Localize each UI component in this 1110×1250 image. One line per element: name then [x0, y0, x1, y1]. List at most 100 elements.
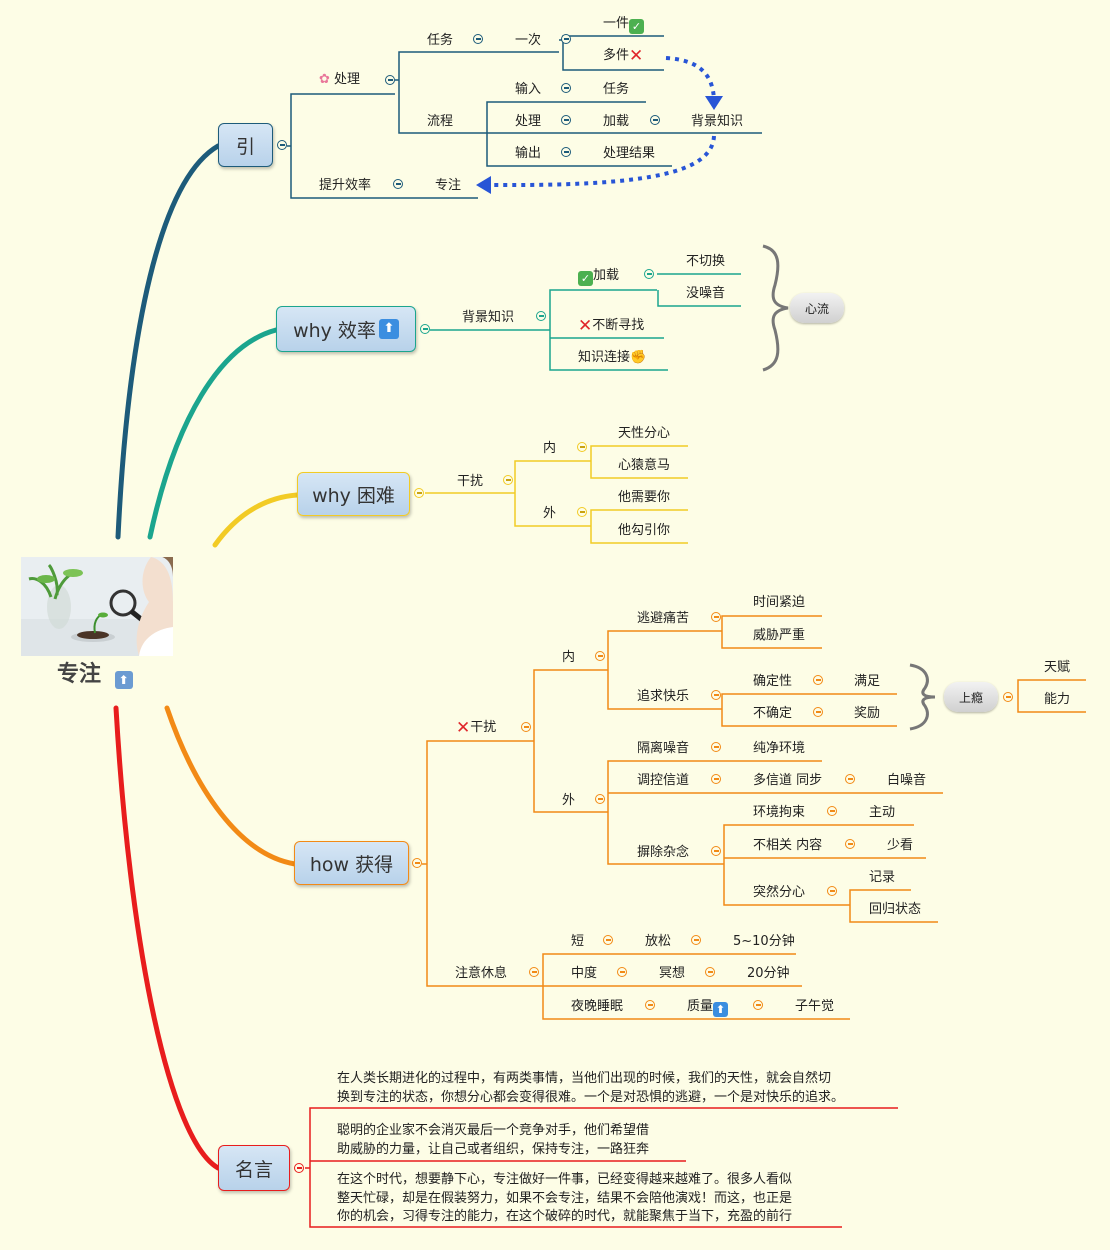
collapse-how-outer[interactable] [595, 794, 605, 804]
how-ability[interactable]: 能力 [1044, 692, 1071, 707]
how-see-less[interactable]: 少看 [887, 838, 914, 853]
how-env-constraint[interactable]: 环境拘束 [753, 805, 806, 820]
collapse-how-meditate[interactable] [705, 967, 715, 977]
why-hard-needs-you[interactable]: 他需要你 [618, 490, 671, 505]
collapse-how-night-sleep[interactable] [645, 1000, 655, 1010]
why-hard-outer[interactable]: 外 [543, 506, 557, 521]
collapse-how-isolate-noise[interactable] [711, 742, 721, 752]
collapse-intro-efficiency[interactable] [393, 179, 403, 189]
how-active[interactable]: 主动 [869, 805, 896, 820]
how-uncertain[interactable]: 不确定 [753, 706, 793, 721]
why-eff-load[interactable]: ✓加载 [578, 268, 619, 286]
collapse-why-hard-interference[interactable] [503, 475, 513, 485]
why-eff-searching[interactable]: ✕不断寻找 [578, 318, 644, 335]
intro-flow-process[interactable]: 处理 [515, 114, 542, 129]
collapse-how-sudden[interactable] [827, 886, 837, 896]
how-pursue-joy[interactable]: 追求快乐 [637, 689, 690, 704]
why-eff-background[interactable]: 背景知识 [462, 310, 515, 325]
topic-quotes[interactable]: 名言 [218, 1145, 290, 1191]
collapse-how-quality[interactable] [753, 1000, 763, 1010]
collapse-how-escape-pain[interactable] [711, 612, 721, 622]
how-white-noise[interactable]: 白噪音 [887, 773, 927, 788]
collapse-how-relax[interactable] [691, 935, 701, 945]
how-clear-mind[interactable]: 摒除杂念 [637, 845, 690, 860]
how-escape-pain[interactable]: 逃避痛苦 [637, 611, 690, 626]
intro-input[interactable]: 输入 [515, 82, 542, 97]
collapse-why-eff-background[interactable] [536, 311, 546, 321]
why-hard-interference[interactable]: 干扰 [457, 474, 484, 489]
how-sudden[interactable]: 突然分心 [753, 885, 806, 900]
how-multi-channel[interactable]: 多信道 同步 [753, 773, 823, 788]
topic-how[interactable]: how 获得 [294, 841, 409, 885]
how-inner[interactable]: 内 [562, 650, 576, 665]
how-control-channel[interactable]: 调控信道 [637, 773, 690, 788]
why-eff-connect[interactable]: 知识连接✊ [578, 350, 646, 366]
collapse-how-certain[interactable] [813, 675, 823, 685]
intro-flow[interactable]: 流程 [427, 114, 454, 129]
intro-many-items[interactable]: 多件✕ [603, 48, 643, 65]
collapse-why-hard-outer[interactable] [577, 507, 587, 517]
collapse-why-eff-load[interactable] [644, 269, 654, 279]
how-meditate[interactable]: 冥想 [659, 966, 686, 981]
how-medium[interactable]: 中度 [571, 966, 598, 981]
intro-load[interactable]: 加载 [603, 114, 630, 129]
intro-focus[interactable]: 专注 [435, 178, 462, 193]
collapse-how-inner[interactable] [595, 651, 605, 661]
collapse-intro-flow-process[interactable] [561, 115, 571, 125]
why-eff-no-switch[interactable]: 不切换 [686, 254, 726, 269]
how-interference[interactable]: ✕干扰 [456, 720, 496, 737]
how-short[interactable]: 短 [571, 934, 585, 949]
collapse-how-short[interactable] [603, 935, 613, 945]
topic-intro[interactable]: 引 [218, 123, 273, 167]
why-hard-inner[interactable]: 内 [543, 441, 557, 456]
collapse-how[interactable] [412, 858, 422, 868]
collapse-how-uncertain[interactable] [813, 707, 823, 717]
how-short-time[interactable]: 5~10分钟 [733, 934, 795, 949]
collapse-intro-load[interactable] [650, 115, 660, 125]
how-isolate-noise[interactable]: 隔离噪音 [637, 741, 690, 756]
central-title[interactable]: 专注 ⬆ [57, 662, 133, 689]
collapse-quotes[interactable] [294, 1163, 304, 1173]
how-talent[interactable]: 天赋 [1044, 660, 1071, 675]
collapse-why-efficiency[interactable] [420, 324, 430, 334]
how-medium-time[interactable]: 20分钟 [747, 966, 790, 981]
why-hard-monkey[interactable]: 心猿意马 [618, 458, 671, 473]
collapse-why-hard-inner[interactable] [577, 442, 587, 452]
why-hard-nature[interactable]: 天性分心 [618, 426, 671, 441]
collapse-how-interference[interactable] [521, 722, 531, 732]
collapse-why-hard[interactable] [414, 488, 424, 498]
how-certain[interactable]: 确定性 [753, 674, 793, 689]
collapse-how-multi-channel[interactable] [845, 774, 855, 784]
intro-output[interactable]: 输出 [515, 146, 542, 161]
intro-once[interactable]: 一次 [515, 33, 542, 48]
how-outer[interactable]: 外 [562, 793, 576, 808]
how-return-state[interactable]: 回归状态 [869, 902, 922, 917]
how-record[interactable]: 记录 [869, 870, 896, 885]
how-time-pressure[interactable]: 时间紧迫 [753, 595, 806, 610]
how-rest[interactable]: 注意休息 [455, 966, 508, 981]
collapse-how-pursue-joy[interactable] [711, 690, 721, 700]
why-eff-no-noise[interactable]: 没噪音 [686, 286, 726, 301]
flow-summary[interactable]: 心流 [790, 293, 844, 323]
quote-1[interactable]: 在人类长期进化的过程中，有两类事情，当他们出现的时候，我们的天性，就会自然切 换… [337, 1070, 844, 1107]
intro-one-item[interactable]: 一件✓ [603, 16, 645, 34]
collapse-how-env-constraint[interactable] [827, 806, 837, 816]
collapse-how-irrelevant[interactable] [845, 839, 855, 849]
intro-background[interactable]: 背景知识 [691, 114, 744, 129]
how-reward[interactable]: 奖励 [854, 706, 881, 721]
how-relax[interactable]: 放松 [645, 934, 672, 949]
how-night-sleep[interactable]: 夜晚睡眠 [571, 999, 624, 1014]
intro-process[interactable]: ✿ 处理 [319, 72, 360, 88]
how-quality[interactable]: 质量⬆ [687, 999, 729, 1017]
how-midnight[interactable]: 子午觉 [795, 999, 835, 1014]
why-hard-tempts-you[interactable]: 他勾引你 [618, 523, 671, 538]
collapse-how-addiction[interactable] [1003, 692, 1013, 702]
topic-why-efficiency[interactable]: why 效率 ⬆ [276, 306, 416, 352]
collapse-intro-output[interactable] [561, 147, 571, 157]
collapse-how-medium[interactable] [617, 967, 627, 977]
intro-efficiency[interactable]: 提升效率 [319, 178, 372, 193]
collapse-intro-input[interactable] [561, 83, 571, 93]
collapse-intro-task[interactable] [473, 34, 483, 44]
collapse-intro[interactable] [277, 140, 287, 150]
topic-why-hard[interactable]: why 困难 [297, 472, 410, 516]
